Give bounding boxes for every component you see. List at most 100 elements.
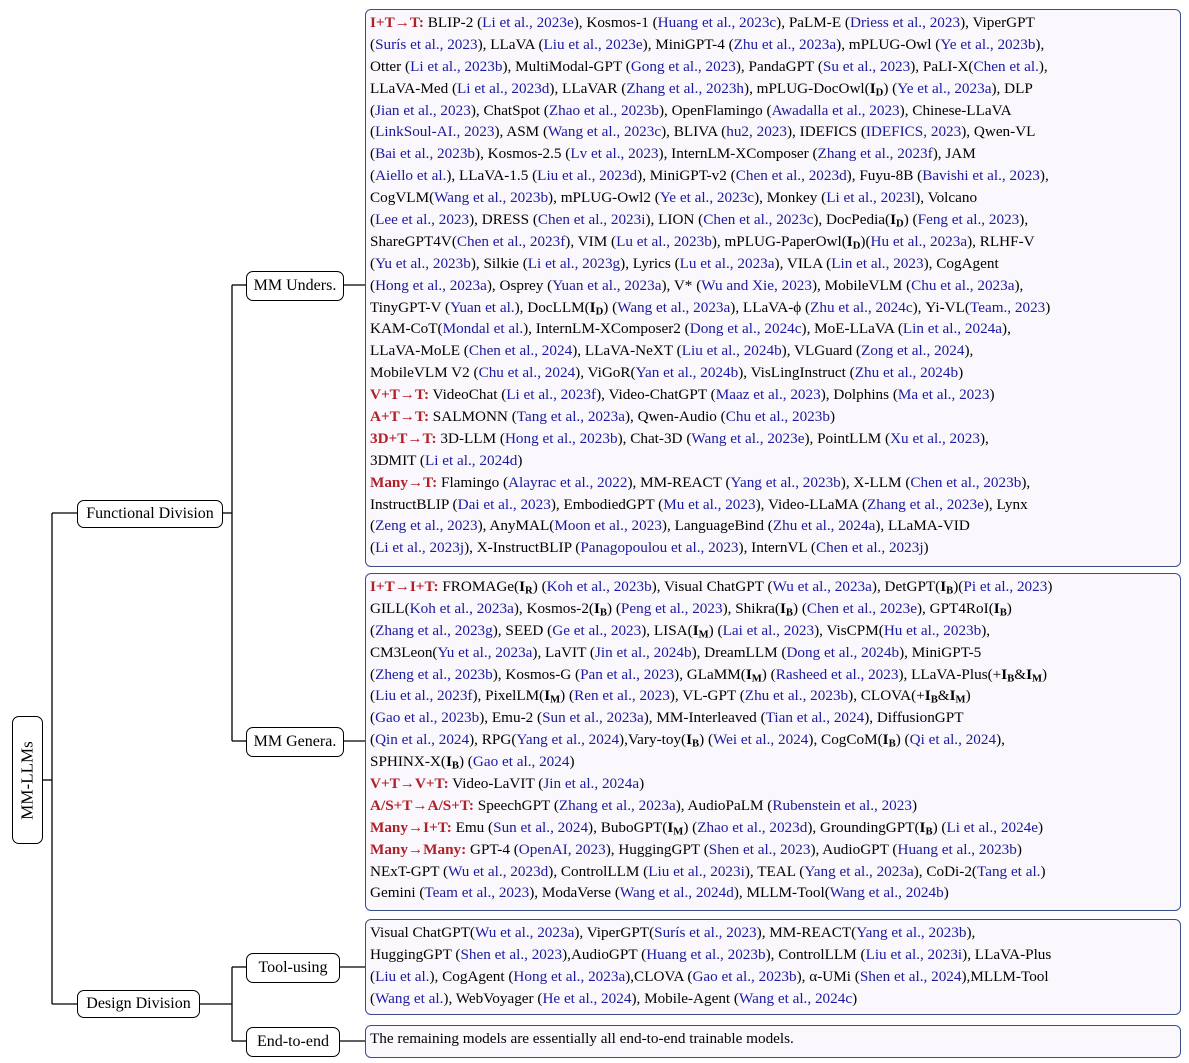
citation-link[interactable]: Koh et al., 2023b xyxy=(546,578,652,595)
citation-link[interactable]: Wang et al., 2023a xyxy=(617,298,731,316)
citation-link[interactable]: Jin et al., 2024b xyxy=(594,643,692,661)
citation-link[interactable]: Ye et al., 2023a xyxy=(897,79,992,97)
citation-link[interactable]: Dong et al., 2024c xyxy=(689,320,802,338)
citation-link[interactable]: Zhang et al., 2023a xyxy=(558,796,676,814)
citation-link[interactable]: Zhao et al., 2023d xyxy=(697,818,808,836)
citation-link[interactable]: Zhu et al., 2024c xyxy=(810,298,913,316)
citation-link[interactable]: Moon et al., 2023 xyxy=(554,517,662,535)
citation-link[interactable]: Liu et al. xyxy=(375,967,430,985)
citation-link[interactable]: Driess et al., 2023 xyxy=(849,14,961,31)
citation-link[interactable]: Chu et al., 2024 xyxy=(478,364,576,382)
citation-link[interactable]: Dong et al., 2024b xyxy=(786,643,900,661)
citation-link[interactable]: Zhu et al., 2024a xyxy=(772,517,876,535)
citation-link[interactable]: Awadalla et al., 2023 xyxy=(771,101,900,119)
citation-link[interactable]: Chen et al., 2024 xyxy=(468,342,573,360)
citation-link[interactable]: Yu et al., 2023a xyxy=(437,643,533,661)
citation-link[interactable]: Chen et al., 2023d xyxy=(735,167,847,185)
citation-link[interactable]: Wang et al., 2024c xyxy=(739,989,853,1007)
citation-link[interactable]: Lin et al., 2023 xyxy=(831,254,924,272)
citation-link[interactable]: Wei et al., 2024 xyxy=(713,731,809,749)
citation-link[interactable]: Rubenstein et al., 2023 xyxy=(772,796,912,814)
citation-link[interactable]: Chen et al. xyxy=(973,57,1039,75)
citation-link[interactable]: Liu et al., 2023f xyxy=(375,687,473,705)
citation-link[interactable]: Peng et al., 2023 xyxy=(620,599,723,617)
citation-link[interactable]: Tian et al., 2024 xyxy=(765,709,865,727)
citation-link[interactable]: Huang et al., 2023b xyxy=(897,840,1017,858)
citation-link[interactable]: Yang et al., 2024 xyxy=(516,731,620,749)
citation-link[interactable]: Liu et al., 2024b xyxy=(681,342,782,360)
citation-link[interactable]: LinkSoul-AI., 2023 xyxy=(375,123,495,141)
citation-link[interactable]: Mu et al., 2023 xyxy=(663,495,756,513)
citation-link[interactable]: Qin et al., 2024 xyxy=(375,731,470,749)
citation-link[interactable]: Surís et al., 2023 xyxy=(375,35,478,53)
citation-link[interactable]: Jian et al., 2023 xyxy=(375,101,471,119)
citation-link[interactable]: Chen et al., 2023c xyxy=(703,211,814,229)
citation-link[interactable]: Lu et al., 2023b xyxy=(616,232,712,250)
citation-link[interactable]: Li et al., 2024e xyxy=(946,818,1039,836)
citation-link[interactable]: Aiello et al. xyxy=(375,167,447,185)
citation-link[interactable]: Zhang et al., 2023h xyxy=(626,79,745,97)
citation-link[interactable]: Wang et al., 2024d xyxy=(619,884,734,902)
citation-link[interactable]: Huang et al., 2023c xyxy=(657,14,777,31)
citation-link[interactable]: Wu et al., 2023d xyxy=(448,862,549,880)
citation-link[interactable]: Pi et al., 2023 xyxy=(963,578,1048,595)
citation-link[interactable]: Li et al., 2023g xyxy=(527,254,621,272)
citation-link[interactable]: Ma et al., 2023 xyxy=(897,386,990,404)
citation-link[interactable]: Yu et al., 2023b xyxy=(375,254,471,272)
citation-link[interactable]: Yang et al., 2023b xyxy=(730,473,841,491)
citation-link[interactable]: Wu et al., 2023a xyxy=(474,924,575,941)
citation-link[interactable]: Panagopoulou et al., 2023 xyxy=(580,539,739,557)
citation-link[interactable]: Qi et al., 2024 xyxy=(909,731,997,749)
citation-link[interactable]: Li et al., 2023e xyxy=(482,14,574,31)
citation-link[interactable]: Shen et al., 2024 xyxy=(859,967,962,985)
citation-link[interactable]: Chu et al., 2023b xyxy=(725,408,830,426)
citation-link[interactable]: Surís et al., 2023 xyxy=(654,924,757,941)
citation-link[interactable]: Jin et al., 2024a xyxy=(543,775,640,793)
citation-link[interactable]: Zheng et al., 2023b xyxy=(375,665,493,683)
citation-link[interactable]: Dai et al., 2023 xyxy=(457,495,551,513)
citation-link[interactable]: Chu et al., 2023a xyxy=(911,276,1015,294)
citation-link[interactable]: Ye et al., 2023c xyxy=(659,189,755,207)
citation-link[interactable]: Liu et al., 2023e xyxy=(543,35,643,53)
citation-link[interactable]: Li et al., 2023f xyxy=(506,386,597,404)
citation-link[interactable]: Hong et al., 2023a xyxy=(513,967,626,985)
citation-link[interactable]: Wu et al., 2023a xyxy=(772,578,872,595)
citation-link[interactable]: hu2, 2023 xyxy=(726,123,787,141)
citation-link[interactable]: Yang et al., 2023a xyxy=(804,862,914,880)
citation-link[interactable]: Lin et al., 2024a xyxy=(902,320,1003,338)
citation-link[interactable]: Wang et al., 2023b xyxy=(434,189,549,207)
citation-link[interactable]: Sun et al., 2024 xyxy=(493,818,589,836)
citation-link[interactable]: Gao et al., 2024 xyxy=(472,753,570,771)
citation-link[interactable]: Zhu et al., 2023a xyxy=(733,35,837,53)
citation-link[interactable]: Lv et al., 2023 xyxy=(570,145,659,163)
citation-link[interactable]: Tang et al., 2023a xyxy=(516,408,625,426)
citation-link[interactable]: Tang et al. xyxy=(977,862,1041,880)
citation-link[interactable]: Wang et al., 2023c xyxy=(548,123,662,141)
citation-link[interactable]: Li et al., 2023d xyxy=(457,79,550,97)
citation-link[interactable]: OpenAI, 2023 xyxy=(518,840,606,858)
citation-link[interactable]: Lee et al., 2023 xyxy=(375,211,470,229)
citation-link[interactable]: Ge et al., 2023 xyxy=(552,621,642,639)
citation-link[interactable]: Huang et al., 2023b xyxy=(646,945,766,963)
citation-link[interactable]: Yang et al., 2023b xyxy=(856,924,967,941)
citation-link[interactable]: Ren et al., 2023 xyxy=(574,687,670,705)
citation-link[interactable]: Xu et al., 2023 xyxy=(890,429,980,447)
citation-link[interactable]: Sun et al., 2023a xyxy=(542,709,644,727)
citation-link[interactable]: Chen et al., 2023e xyxy=(806,599,917,617)
citation-link[interactable]: He et al., 2024 xyxy=(542,989,632,1007)
citation-link[interactable]: Yuan et al., 2023a xyxy=(552,276,662,294)
citation-link[interactable]: Zhang et al., 2023f xyxy=(817,145,933,163)
citation-link[interactable]: Shen et al., 2023 xyxy=(708,840,811,858)
citation-link[interactable]: Hu et al., 2023a xyxy=(870,232,968,250)
citation-link[interactable]: Wang et al., 2024b xyxy=(829,884,944,902)
citation-link[interactable]: Hu et al., 2023b xyxy=(883,621,982,639)
citation-link[interactable]: Bai et al., 2023b xyxy=(375,145,476,163)
citation-link[interactable]: Feng et al., 2023 xyxy=(917,211,1020,229)
citation-link[interactable]: Hong et al., 2023a xyxy=(375,276,487,294)
citation-link[interactable]: Gong et al., 2023 xyxy=(630,57,736,75)
citation-link[interactable]: Yan et al., 2024b xyxy=(635,364,739,382)
citation-link[interactable]: IDEFICS, 2023 xyxy=(865,123,962,141)
citation-link[interactable]: Zhu et al., 2023b xyxy=(744,687,849,705)
citation-link[interactable]: Shen et al., 2023 xyxy=(460,945,563,963)
citation-link[interactable]: Li et al., 2023l xyxy=(826,189,916,207)
